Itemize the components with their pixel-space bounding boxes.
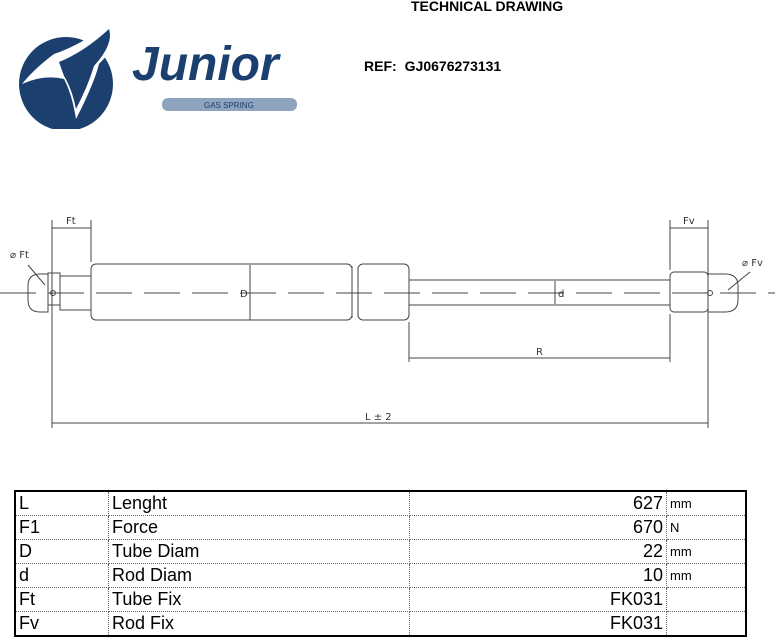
- label-phi-ft: ⌀ Ft: [10, 250, 29, 261]
- spec-code: L: [14, 490, 109, 516]
- spec-code: D: [14, 539, 109, 564]
- spec-value: 627: [409, 490, 667, 516]
- spec-unit: mm: [666, 490, 747, 516]
- tube-end: [357, 263, 410, 321]
- label-small-d: d: [558, 289, 564, 300]
- reference: REF: GJ0676273131: [364, 58, 509, 74]
- label-ft: Ft: [66, 216, 76, 227]
- spec-unit: [666, 611, 747, 637]
- label-r: R: [536, 347, 543, 358]
- label-phi-fv: ⌀ Fv: [742, 258, 763, 269]
- label-l: L ± 2: [365, 412, 392, 423]
- spec-code: F1: [14, 515, 109, 540]
- tube-eye-end: [27, 273, 49, 313]
- spec-name: Tube Diam: [108, 539, 410, 564]
- drawing-title: TECHNICAL DRAWING: [411, 0, 564, 14]
- spec-value: 22: [409, 539, 667, 564]
- spec-code: Ft: [14, 587, 109, 612]
- spec-unit: mm: [666, 539, 747, 564]
- spec-value: FK031: [409, 611, 667, 637]
- logo-brand: Junior: [132, 38, 281, 91]
- tube: [90, 263, 353, 321]
- tube-fix-block: [47, 272, 61, 306]
- gas-spring-drawing: Ft Fv ⌀ Ft ⌀ Fv R L ± 2 D d: [0, 216, 775, 428]
- spec-name: Force: [108, 515, 410, 540]
- rod-end-fitting: [669, 271, 709, 313]
- spec-name: Rod Diam: [108, 563, 410, 588]
- spec-name: Lenght: [108, 490, 410, 516]
- spec-unit: [666, 587, 747, 612]
- spec-value: 10: [409, 563, 667, 588]
- spec-code: d: [14, 563, 109, 588]
- rod-eye-end: [708, 273, 739, 313]
- spec-name: Rod Fix: [108, 611, 410, 637]
- logo-tagline: GAS SPRING: [204, 101, 254, 110]
- ref-value: GJ0676273131: [404, 58, 502, 74]
- spec-value: FK031: [409, 587, 667, 612]
- spec-name: Tube Fix: [108, 587, 410, 612]
- ref-label: REF:: [364, 58, 397, 74]
- spec-value: 670: [409, 515, 667, 540]
- spec-unit: mm: [666, 563, 747, 588]
- junior-logo: Junior GAS SPRING: [14, 14, 314, 134]
- label-big-d: D: [240, 289, 248, 300]
- spec-unit: N: [666, 515, 747, 540]
- label-fv: Fv: [683, 216, 695, 227]
- spec-code: Fv: [14, 611, 109, 637]
